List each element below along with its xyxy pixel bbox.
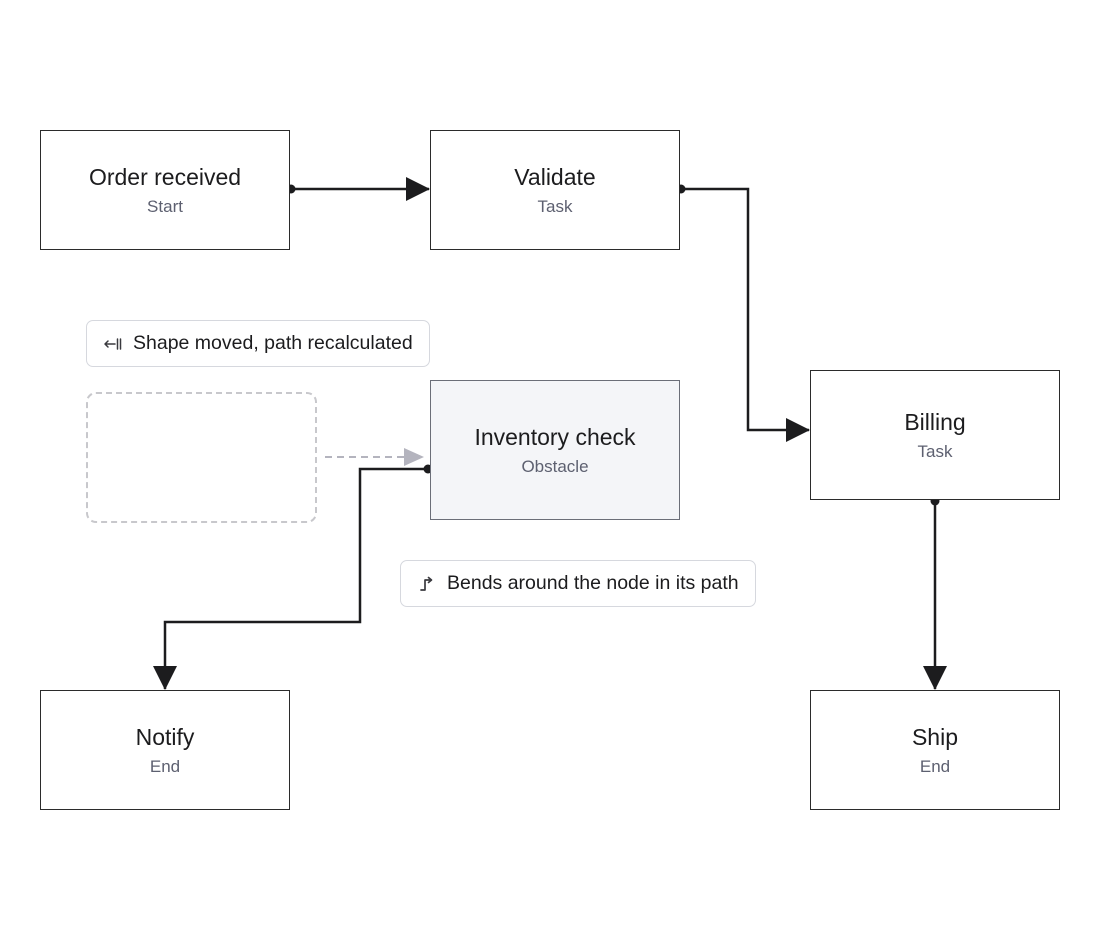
node-subtitle: Task: [537, 196, 573, 216]
node-title: Notify: [135, 723, 195, 750]
callout-text: Bends around the node in its path: [447, 572, 739, 594]
arrow-left-to-bar-icon: [103, 336, 123, 352]
node-inventory-check[interactable]: Inventory check Obstacle: [430, 380, 680, 520]
callout-bends-around: Bends around the node in its path: [400, 560, 756, 607]
move-indicator-arrowhead: [404, 448, 424, 466]
node-subtitle: End: [919, 756, 951, 776]
node-title: Order received: [88, 163, 242, 190]
node-billing[interactable]: Billing Task: [810, 370, 1060, 500]
moved-shape-ghost: [86, 392, 317, 523]
node-subtitle: Start: [147, 196, 183, 216]
node-subtitle: End: [149, 756, 181, 776]
bend-arrow-icon: [417, 575, 437, 593]
node-title: Billing: [904, 408, 966, 435]
node-title: Inventory check: [474, 423, 636, 450]
node-notify[interactable]: Notify End: [40, 690, 290, 810]
node-subtitle: Obstacle: [521, 456, 589, 476]
callout-shape-moved: Shape moved, path recalculated: [86, 320, 430, 367]
node-ship[interactable]: Ship End: [810, 690, 1060, 810]
node-title: Ship: [911, 723, 959, 750]
edge-validate-to-billing[interactable]: [681, 187, 810, 442]
callout-text: Shape moved, path recalculated: [133, 332, 413, 354]
node-subtitle: Task: [917, 441, 953, 461]
node-validate[interactable]: Validate Task: [430, 130, 680, 250]
node-title: Validate: [514, 163, 596, 190]
node-order-received[interactable]: Order received Start: [40, 130, 290, 250]
